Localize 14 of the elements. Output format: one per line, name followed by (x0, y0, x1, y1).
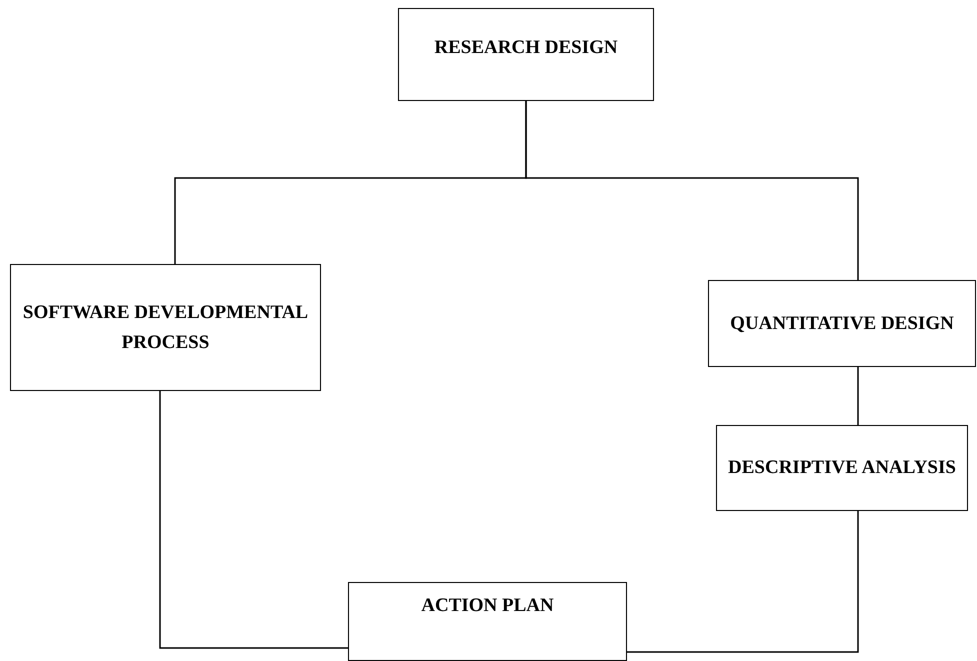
box-label: SOFTWARE DEVELOPMENTAL PROCESS (22, 300, 310, 354)
box-label: DESCRIPTIVE ANALYSIS (728, 456, 956, 480)
process-box (716, 425, 968, 511)
box-label: ACTION PLAN (421, 594, 554, 618)
process-box (398, 8, 654, 101)
connector-line (857, 367, 859, 425)
process-box (10, 264, 321, 391)
process-box (348, 582, 627, 661)
box-label: RESEARCH DESIGN (434, 36, 618, 60)
connector-line (525, 101, 859, 280)
box-label: QUANTITATIVE DESIGN (730, 312, 954, 336)
connector-line (159, 391, 348, 649)
connector-line (627, 511, 859, 653)
process-box (708, 280, 976, 367)
